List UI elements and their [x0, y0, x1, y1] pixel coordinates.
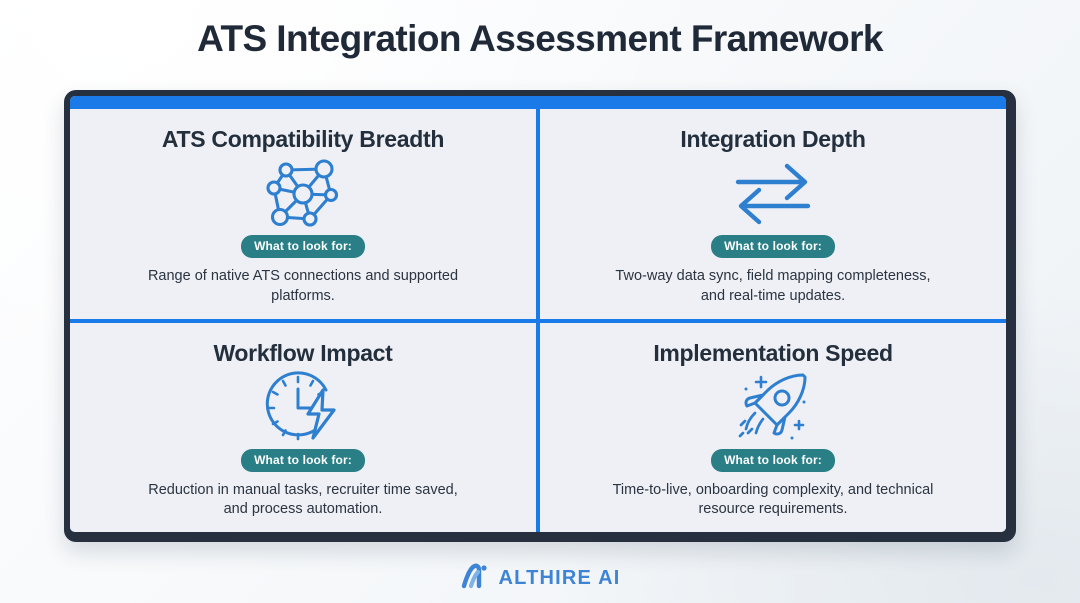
quadrant-ats-compatibility-breadth: ATS Compatibility Breadth — [70, 109, 536, 319]
framework-board: ATS Compatibility Breadth — [70, 96, 1006, 532]
quadrant-workflow-impact: Workflow Impact — [70, 322, 536, 532]
framework-frame: ATS Compatibility Breadth — [64, 90, 1016, 542]
brand-name: ALTHIRE AI — [498, 567, 621, 589]
quadrant-title: ATS Compatibility Breadth — [161, 126, 445, 152]
what-to-look-for-badge: What to look for: — [241, 235, 365, 259]
quadrant-description: Reduction in manual tasks, recruiter tim… — [148, 481, 458, 518]
two-way-arrows-icon — [732, 152, 814, 235]
what-to-look-for-badge: What to look for: — [241, 448, 365, 472]
quadrant-title: Workflow Impact — [213, 339, 393, 366]
network-nodes-icon — [263, 152, 343, 235]
quadrant-description: Range of native ATS connections and supp… — [147, 268, 459, 304]
what-to-look-for-badge: What to look for: — [711, 448, 835, 472]
what-to-look-for-badge: What to look for: — [711, 235, 835, 259]
quadrant-title: Implementation Speed — [653, 339, 893, 366]
page-title: ATS Integration Assessment Framework — [197, 18, 883, 59]
rocket-icon — [733, 366, 813, 449]
althire-a-mark-icon — [460, 562, 490, 595]
quadrant-description: Two-way data sync, field mapping complet… — [615, 268, 931, 304]
brand-footer: ALTHIRE AI — [0, 562, 1080, 595]
quadrant-implementation-speed: Implementation Speed — [540, 322, 1006, 532]
quadrant-integration-depth: Integration Depth What to look for: Two-… — [540, 109, 1006, 319]
quadrant-grid: ATS Compatibility Breadth — [70, 109, 1006, 532]
clock-bolt-icon — [264, 366, 342, 449]
quadrant-title: Integration Depth — [680, 126, 866, 152]
top-accent-bar — [70, 96, 1006, 109]
quadrant-description: Time-to-live, onboarding complexity, and… — [612, 481, 934, 518]
